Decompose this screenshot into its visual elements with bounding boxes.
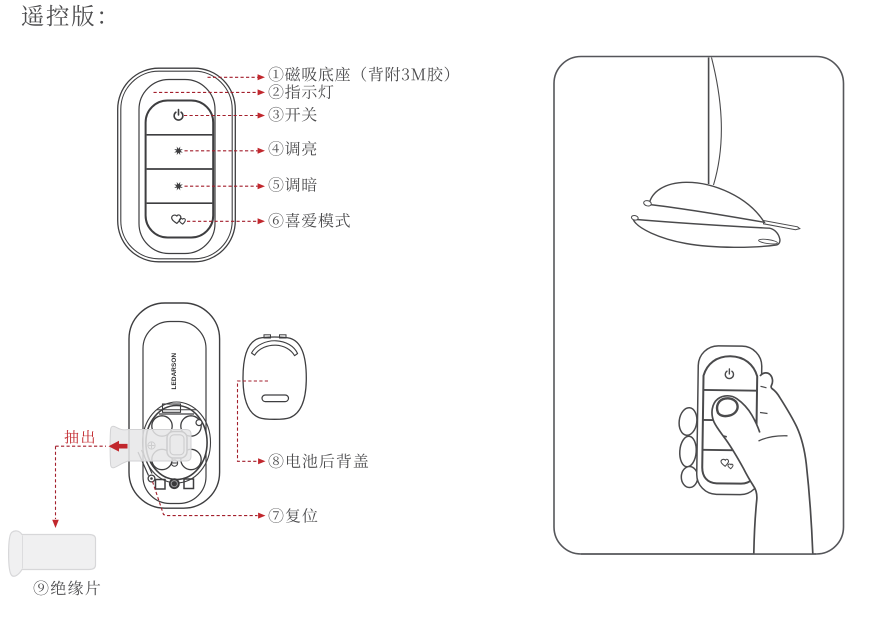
svg-text:LEDARSON: LEDARSON: [171, 353, 178, 390]
